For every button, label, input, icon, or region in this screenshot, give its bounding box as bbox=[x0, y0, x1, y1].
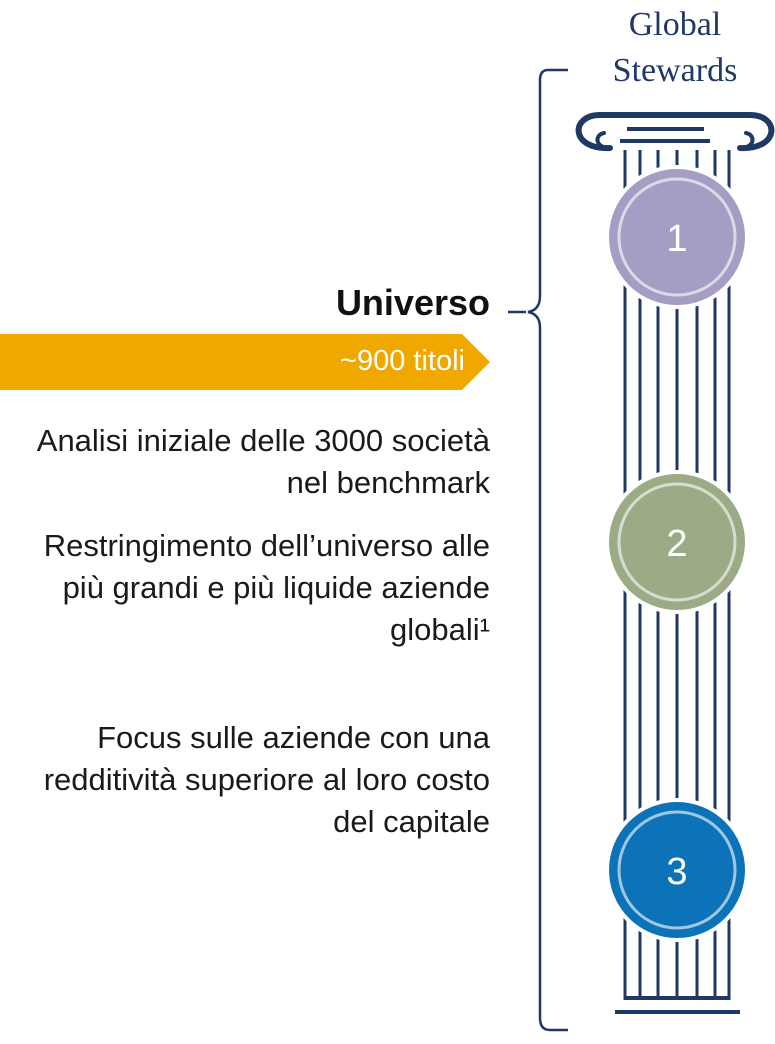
universe-banner-text: ~900 titoli bbox=[340, 345, 465, 377]
column-base-icon bbox=[615, 996, 740, 1014]
step-number-3: 3 bbox=[666, 851, 687, 893]
step-number-1: 1 bbox=[666, 218, 687, 260]
step-circle-2 bbox=[605, 470, 749, 614]
step-number-2: 2 bbox=[666, 523, 687, 565]
universe-heading: Universo bbox=[335, 282, 490, 323]
step-description-2: Restringimento dell’universo alle più gr… bbox=[43, 528, 490, 647]
pillar-title-line-2: Stewards bbox=[612, 52, 738, 89]
step-description-1: Analisi iniziale delle 3000 società nel … bbox=[36, 423, 490, 500]
column-capital-icon bbox=[575, 112, 775, 152]
curly-brace-icon bbox=[527, 68, 568, 1032]
step-circle-1 bbox=[605, 165, 749, 309]
pillar-title-line-1: Global bbox=[628, 6, 722, 43]
step-description-3: Focus sulle aziende con una redditività … bbox=[43, 720, 490, 839]
universe-banner-arrow bbox=[0, 334, 490, 390]
step-circle-3 bbox=[605, 798, 749, 942]
